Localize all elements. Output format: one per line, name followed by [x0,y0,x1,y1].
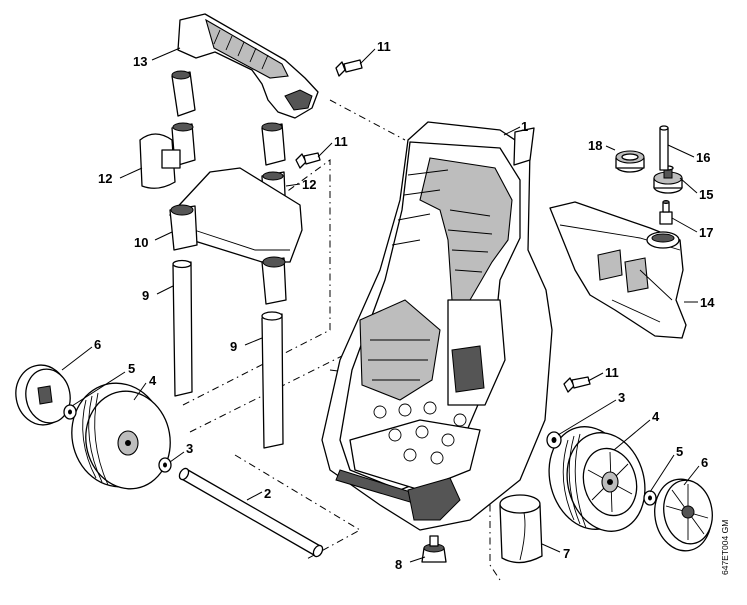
callout-6-right: 6 [701,455,708,470]
callout-12-left: 12 [98,171,112,186]
clip-left [139,122,196,189]
callout-11-right: 11 [605,365,619,380]
axle [178,467,324,558]
callout-9-left: 9 [142,288,149,303]
hubcap-right [654,478,713,552]
cap-18 [615,150,645,173]
callout-17: 17 [699,225,713,240]
valve-17 [659,200,673,225]
leader-lines [61,47,700,563]
foot [421,535,447,563]
washer-right-5 [643,490,657,506]
main-housing [321,121,553,531]
callout-14: 14 [700,295,715,310]
callout-16: 16 [696,150,710,165]
callout-10: 10 [134,235,148,250]
hubcap-left [15,364,71,426]
handle-grip [171,13,319,166]
handle-bracket [169,167,303,305]
callout-1: 1 [521,119,528,134]
tube-left [172,259,193,397]
screw-11-mid [295,152,321,169]
cap-15 [653,165,683,194]
callout-9-right: 9 [230,339,237,354]
wheel-right [548,426,646,532]
callout-15: 15 [699,187,713,202]
callout-12-right: 12 [302,177,316,192]
callout-labels: 1 2 3 3 4 4 5 5 6 6 7 8 9 9 10 11 11 11 … [94,39,715,572]
callout-4-right: 4 [652,409,660,424]
drawing-code: 647ET004 GM [720,520,730,575]
washer-left-3 [158,457,172,473]
callout-6-left: 6 [94,337,101,352]
side-cover [549,201,687,339]
callout-18: 18 [588,138,602,153]
callout-3-right: 3 [618,390,625,405]
callout-5-left: 5 [128,361,135,376]
callout-4-left: 4 [149,373,157,388]
washer-left-5 [63,404,77,420]
callout-11-top: 11 [377,39,391,54]
washer-right-3 [546,431,562,449]
callout-2: 2 [264,486,271,501]
callout-11-mid: 11 [334,134,348,149]
wheel-left [71,382,171,490]
screw-11-right [563,376,591,393]
hose-clip [499,494,543,564]
callout-7: 7 [563,546,570,561]
rod-16 [659,125,669,171]
screw-11-top [335,59,363,77]
callout-13: 13 [133,54,147,69]
callout-5-right: 5 [676,444,683,459]
callout-8: 8 [395,557,402,572]
callout-3-left: 3 [186,441,193,456]
tube-right [261,311,284,449]
